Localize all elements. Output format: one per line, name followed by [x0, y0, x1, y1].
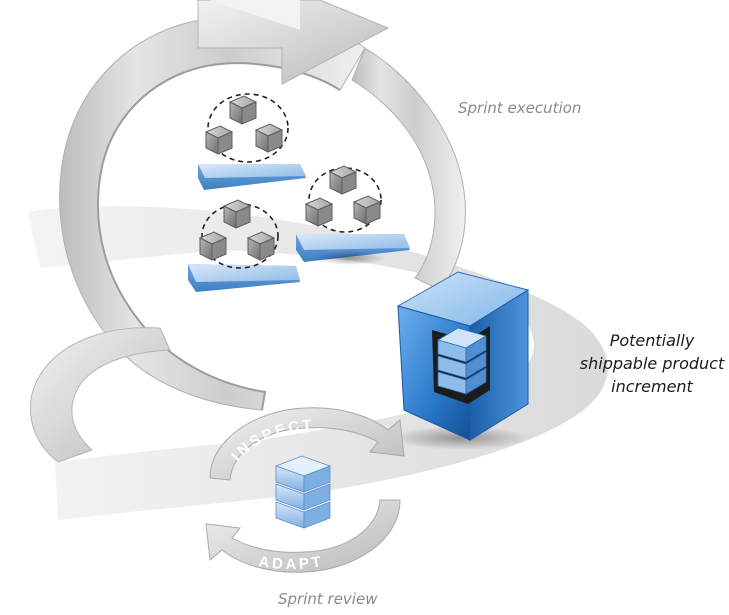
- team-platforms: [188, 93, 410, 292]
- review-increment-cube: [274, 455, 332, 529]
- inspect-arrow: [209, 407, 405, 481]
- increment-label-line3: increment: [611, 377, 693, 396]
- sprint-review-label: Sprint review: [278, 590, 378, 608]
- platform-1: [198, 93, 306, 190]
- adapt-arrow: [205, 499, 401, 573]
- sprint-tail-swirl: [29, 327, 171, 463]
- sprint-execution-label: Sprint execution: [458, 99, 581, 117]
- svg-text:ADAPT: ADAPT: [257, 553, 325, 573]
- sprint-cycle-arrow: [59, 0, 466, 411]
- product-increment-cube: [390, 271, 530, 450]
- increment-label-line2: shippable product: [580, 354, 725, 373]
- inspect-adapt-cycle: INSPECT ADAPT: [205, 407, 405, 573]
- adapt-label: ADAPT: [257, 553, 322, 573]
- platform-2: [296, 167, 410, 265]
- increment-label-line1: Potentially: [610, 331, 695, 350]
- team-member-cubes: [198, 95, 382, 261]
